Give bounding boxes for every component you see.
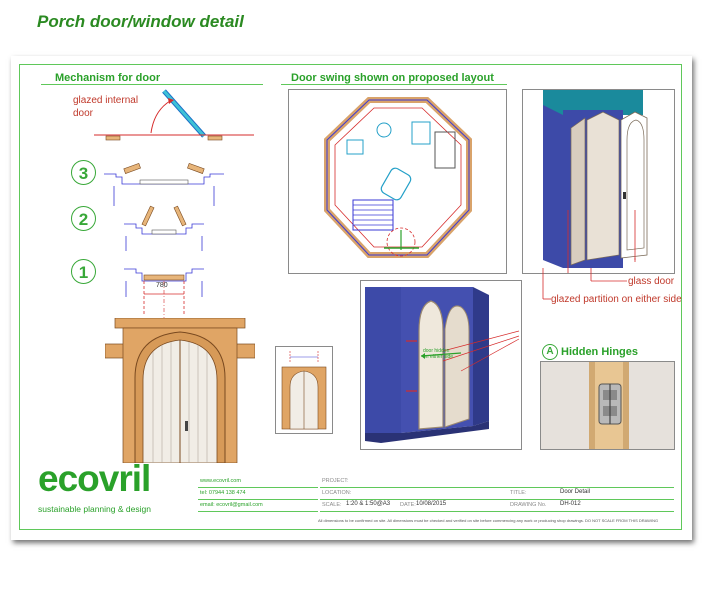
contact-email: email: ecovril@gmail.com (200, 502, 263, 508)
swing-plan-panel (288, 89, 507, 274)
project-row: PROJECT: (320, 476, 674, 488)
contact-phone: tel: 07944 138 474 (200, 490, 246, 496)
date-value: 10/08/2015 (416, 501, 447, 507)
drawing-sheet: Mechanism for door glazed internal door (11, 56, 692, 540)
scale-value: 1:20 & 1:50@A3 (346, 501, 391, 507)
project-key: PROJECT: (322, 478, 349, 484)
glazed-door-label-line2: door (73, 108, 94, 119)
drawing-no-value: DH-012 (560, 501, 581, 507)
drawing-disclaimer: All dimensions to be confirmed on site. … (318, 518, 659, 523)
swing-plan (324, 97, 472, 258)
title-block: www.ecovril.com tel: 07944 138 474 email… (198, 476, 674, 524)
glazed-partition-label: glazed partition on either side (551, 294, 682, 305)
contact-row-1: www.ecovril.com (198, 476, 318, 488)
mechanism-title-rule (41, 84, 263, 85)
label-leader-lines (542, 268, 627, 300)
hinges-badge: A (542, 344, 558, 360)
mechanism-diagram (94, 89, 254, 321)
mechanism-step-3: 3 (71, 160, 96, 185)
logo-tagline: sustainable planning & design (38, 504, 151, 514)
hinges-label: Hidden Hinges (561, 346, 639, 358)
door-3d-view-panel (522, 89, 675, 274)
door-hidden-note-line1: door hidden (423, 348, 450, 354)
sheet-border (19, 64, 682, 530)
mechanism-title: Mechanism for door (55, 72, 161, 84)
swing-title-rule (281, 84, 507, 85)
location-key: LOCATION: (322, 490, 352, 496)
title-value: Door Detail (560, 489, 591, 495)
door-3d-large (361, 281, 521, 449)
date-key: DATE: (400, 502, 416, 508)
hinge-photo-panel (540, 361, 675, 450)
page-title: Porch door/window detail (37, 12, 244, 31)
ecovril-logo: ecovril (38, 458, 151, 499)
door-hidden-note-line2: on either side (423, 354, 454, 360)
door-3d-view (543, 90, 648, 273)
contact-row-3: email: ecovril@gmail.com (198, 500, 318, 512)
hinge-photo (541, 362, 674, 449)
mechanism-step-2: 2 (71, 206, 96, 231)
drawing-no-key: DRAWING No. (510, 502, 547, 508)
small-door-panel (275, 346, 333, 434)
swing-title: Door swing shown on proposed layout (291, 72, 494, 84)
small-door-elevation (281, 351, 327, 430)
glass-door-label: glass door (628, 276, 675, 287)
location-row: LOCATION: TITLE: Door Detail (320, 488, 674, 500)
door-elevation (105, 318, 255, 463)
door-width-dimension: 780 (156, 282, 168, 289)
scale-row: SCALE: 1:20 & 1:50@A3 DATE: 10/08/2015 D… (320, 500, 674, 512)
contact-row-2: tel: 07944 138 474 (198, 488, 318, 500)
contact-website: www.ecovril.com (200, 478, 241, 484)
door-3d-large-panel (360, 280, 522, 450)
scale-key: SCALE: (322, 502, 342, 508)
title-key: TITLE: (510, 490, 527, 496)
glazed-door-label-line1: glazed internal (73, 95, 139, 106)
mechanism-step-1: 1 (71, 259, 96, 284)
